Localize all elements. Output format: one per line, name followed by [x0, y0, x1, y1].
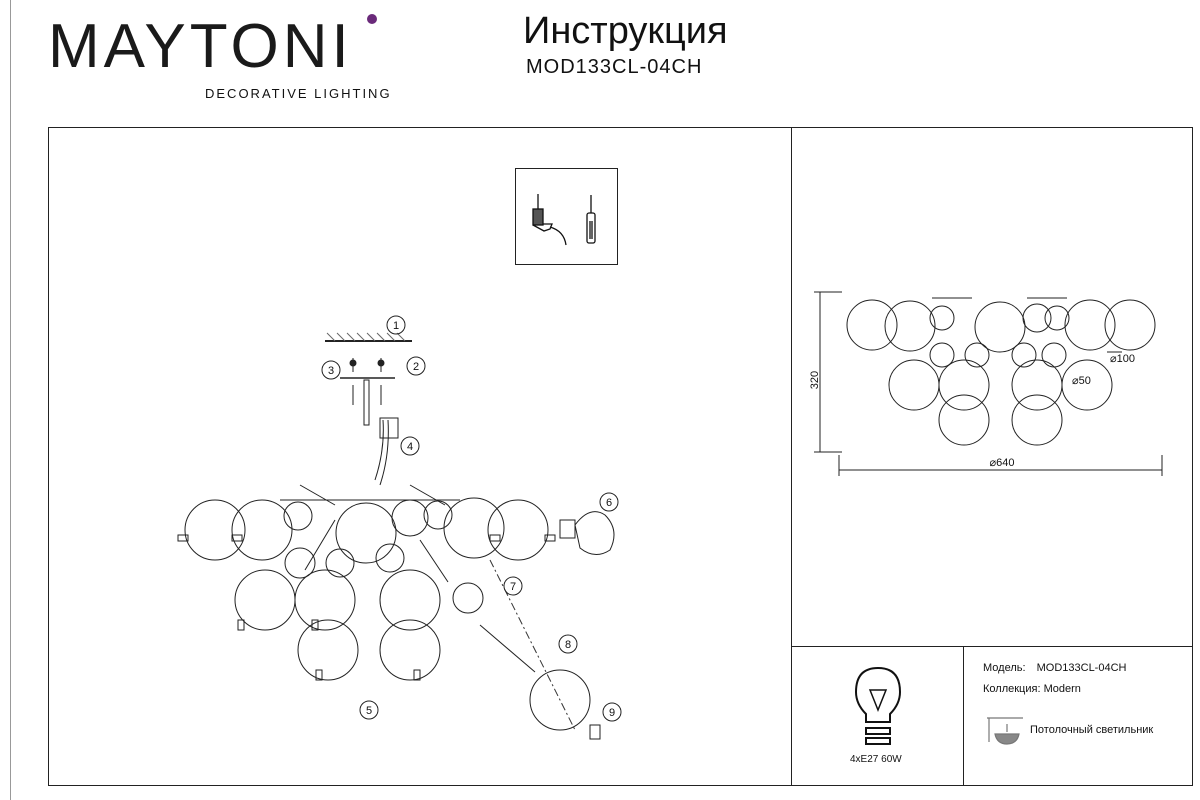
small-sphere-diameter: ⌀50: [1072, 375, 1091, 387]
bulb-icon: [854, 666, 902, 745]
callout-4: 4: [407, 441, 413, 453]
bulb-label: 4xE27 60W: [850, 754, 902, 765]
brand-logo: MAYTONI: [48, 12, 353, 81]
dimension-drawing: 320 ⌀640 ⌀100 ⌀50: [809, 291, 1163, 476]
callout-2: 2: [413, 361, 419, 373]
drawing-frame: [48, 127, 1193, 786]
spec-model-label: Модель:: [983, 662, 1026, 674]
callout-1: 1: [393, 320, 399, 332]
width-dimension: ⌀640: [990, 457, 1015, 469]
screwdriver-icon: [586, 195, 596, 244]
large-sphere-diameter: ⌀100: [1110, 353, 1135, 365]
spec-collection-value: Modern: [1043, 683, 1081, 695]
spec-divider: [963, 646, 964, 786]
page-edge-line: [10, 0, 11, 800]
document-model: MOD133CL-04CH: [526, 56, 703, 78]
height-dimension: 320: [809, 371, 821, 389]
frame-divider-vertical: [791, 127, 792, 786]
callout-3: 3: [328, 365, 334, 377]
drill-icon: [532, 194, 567, 246]
tools-box: [515, 168, 618, 265]
spec-type: Потолочный светильник: [1030, 724, 1154, 736]
ceiling-lamp-icon: [987, 717, 1023, 745]
callout-8: 8: [565, 639, 571, 651]
document-title: Инструкция: [523, 10, 728, 52]
logo-dot: [367, 14, 377, 24]
callout-7: 7: [510, 581, 516, 593]
spec-model: Модель: MOD133CL-04CH: [983, 662, 1126, 674]
spec-collection-label: Коллекция:: [983, 683, 1041, 695]
frame-divider-horizontal: [791, 646, 1193, 647]
assembly-drawing: 1 2 3 4 6 7 8 5 9: [177, 315, 622, 740]
callout-5: 5: [366, 705, 372, 717]
callout-9: 9: [609, 707, 615, 719]
callout-6: 6: [606, 497, 612, 509]
brand-tagline: DECORATIVE LIGHTING: [205, 86, 392, 101]
spec-model-value: MOD133CL-04CH: [1036, 662, 1127, 674]
spec-collection: Коллекция: Modern: [983, 683, 1081, 695]
